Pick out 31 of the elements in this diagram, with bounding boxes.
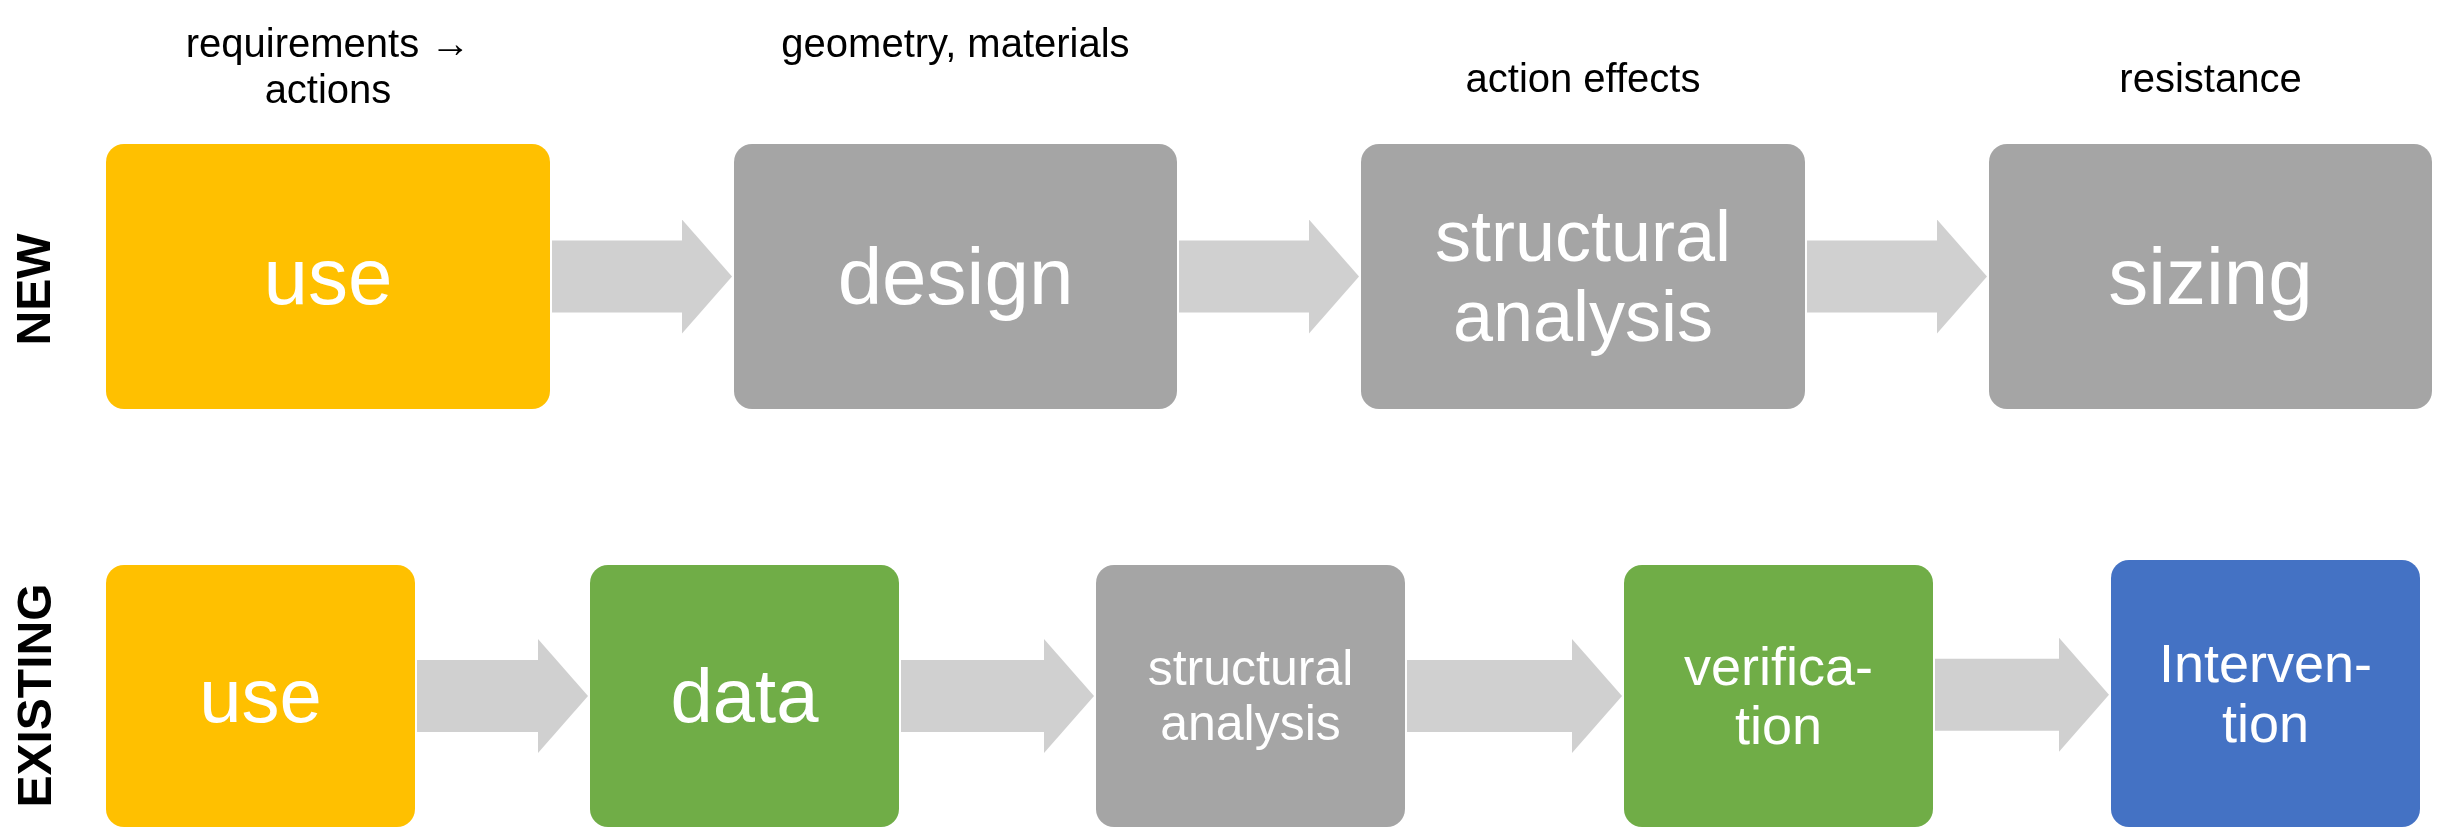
block-arrow — [1935, 637, 2109, 752]
block-arrow — [417, 639, 588, 753]
process-box — [2111, 560, 2420, 827]
process-box — [590, 565, 899, 827]
block-arrow — [1179, 219, 1359, 334]
stage-caption: geometry, materials — [780, 20, 1131, 66]
process-box — [1624, 565, 1933, 827]
stage-caption: requirements → actions — [184, 20, 472, 112]
row-label: EXISTING — [6, 583, 62, 807]
process-box — [1989, 144, 2432, 409]
box-label: sizing — [2108, 232, 2313, 321]
process-box — [106, 144, 550, 409]
box-label: structural analysis — [1433, 197, 1733, 356]
box-label: use — [199, 654, 322, 738]
box-label: structural analysis — [1146, 641, 1355, 751]
stage-caption: resistance — [2118, 55, 2303, 101]
stage-caption: action effects — [1464, 55, 1702, 101]
block-arrow — [552, 219, 732, 334]
box-label: use — [263, 232, 393, 321]
row-label: NEW — [6, 233, 62, 345]
process-box — [106, 565, 415, 827]
process-box — [1361, 144, 1805, 409]
box-label: Interven- tion — [2157, 634, 2374, 753]
block-arrow — [1407, 639, 1622, 753]
process-box — [734, 144, 1177, 409]
box-label: verifica- tion — [1683, 636, 1874, 756]
block-arrow — [901, 639, 1094, 753]
box-label: data — [670, 654, 819, 738]
box-label: design — [837, 232, 1074, 321]
process-box — [1096, 565, 1405, 827]
block-arrow — [1807, 219, 1987, 334]
